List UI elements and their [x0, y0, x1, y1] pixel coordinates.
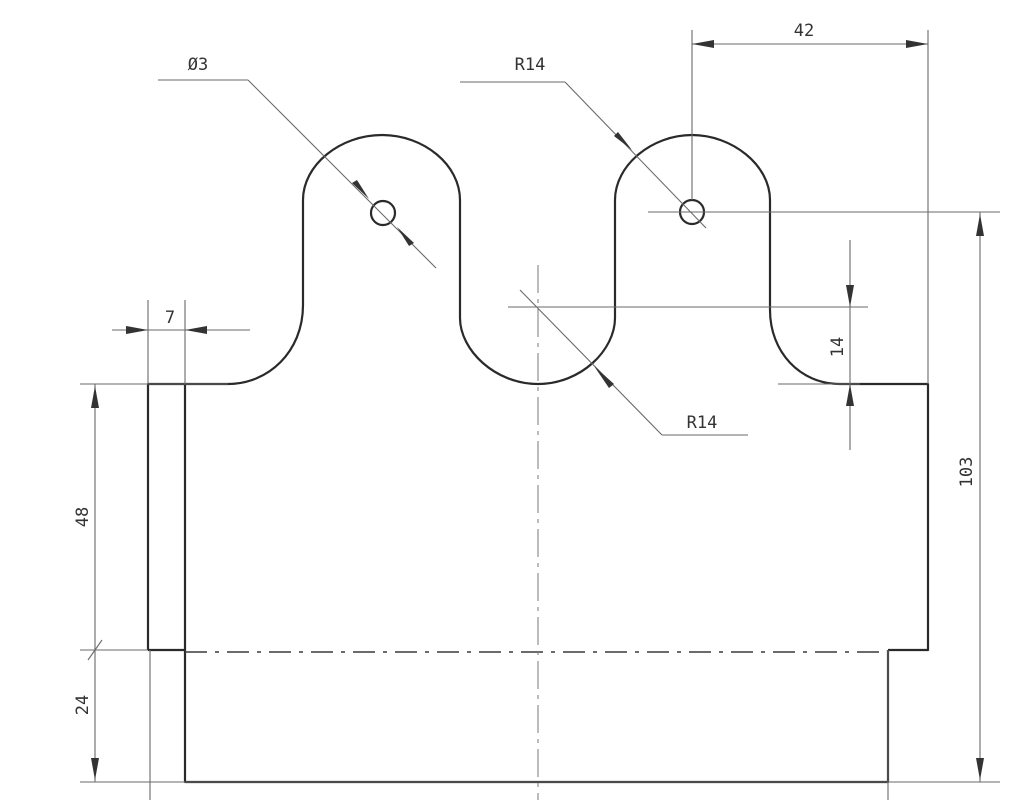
leader-r14-bottom: [519, 289, 663, 436]
arrow-7-right: [185, 326, 207, 334]
arrow-hole-outer: [352, 180, 369, 199]
dim-text-48: 48: [73, 507, 93, 527]
part-outline-lower: [183, 650, 890, 784]
dim-text-7: 7: [165, 308, 175, 328]
hole-left: [369, 199, 397, 227]
arrow-hole-inner: [397, 227, 414, 246]
dim-text-103: 103: [957, 457, 977, 488]
leader-r14-top: [564, 81, 707, 229]
arrow-24-bottom: [91, 758, 99, 780]
arrow-48-top: [91, 386, 99, 408]
dim-text-r14-bottom: R14: [687, 413, 718, 433]
dim-text-42: 42: [794, 21, 814, 41]
arrow-r14-bottom: [594, 366, 614, 388]
arrow-103-top: [976, 214, 984, 236]
dim-text-r14-top: R14: [515, 55, 546, 75]
dim-text-hole: Ø3: [188, 55, 208, 75]
arrow-7-left: [126, 326, 148, 334]
dim-text-14: 14: [828, 337, 848, 357]
arrow-42-right: [906, 40, 928, 48]
arrow-14-top: [846, 285, 854, 307]
arrow-103-bottom: [976, 758, 984, 780]
arrow-42-left: [692, 40, 714, 48]
tick-24-top: [87, 639, 103, 661]
arrow-r14-top: [614, 132, 632, 150]
part-outline-upper: [146, 133, 930, 652]
arrow-14-bottom: [846, 384, 854, 406]
dim-text-24: 24: [73, 695, 93, 715]
